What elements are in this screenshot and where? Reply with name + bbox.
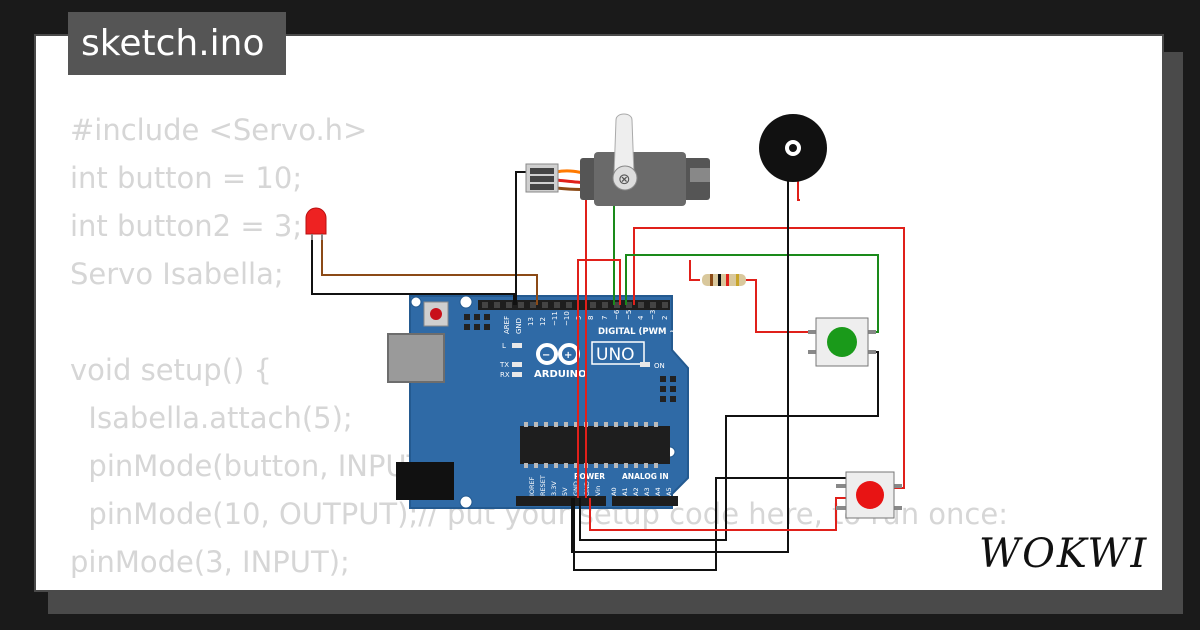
uno-logo-box bbox=[591, 341, 645, 365]
file-tab-label: sketch.ino bbox=[81, 23, 265, 64]
pin-label-gnd-1: GND bbox=[572, 481, 580, 496]
pin-label-reset: RESET bbox=[539, 475, 547, 496]
pin-label-13: 13 bbox=[527, 317, 535, 326]
led-label-tx: TX bbox=[499, 361, 509, 369]
pin-label-7: 7 bbox=[601, 316, 609, 320]
svg-text:−: − bbox=[542, 350, 550, 361]
pin-label-5: ~5 bbox=[625, 310, 633, 320]
wokwi-logo: WOKWI bbox=[979, 531, 1148, 577]
pin-label-a4: A4 bbox=[654, 487, 662, 496]
green-pushbutton[interactable] bbox=[808, 317, 876, 367]
digital-header bbox=[478, 300, 670, 310]
on-led-label: ON bbox=[654, 362, 665, 370]
board-model-label: UNO bbox=[596, 345, 635, 365]
red-led[interactable] bbox=[305, 207, 327, 240]
pin-label-a3: A3 bbox=[643, 487, 651, 496]
red-pushbutton[interactable] bbox=[836, 471, 902, 519]
led-label-l: L bbox=[502, 342, 506, 350]
code-line: #include <Servo.h> bbox=[70, 113, 368, 147]
pin-label-10: ~10 bbox=[563, 311, 571, 326]
wire-servo-gnd[interactable] bbox=[515, 171, 530, 305]
code-line: pinMode(3, INPUT); bbox=[70, 545, 350, 579]
wire-resistor-left[interactable] bbox=[689, 260, 700, 281]
wire-gnd-red-button[interactable] bbox=[573, 477, 846, 571]
power-label: POWER bbox=[574, 472, 605, 481]
piezo-buzzer[interactable] bbox=[759, 114, 827, 182]
pin-label-a2: A2 bbox=[632, 487, 640, 496]
pin-label-3: ~3 bbox=[649, 310, 657, 320]
digital-pwm-label: DIGITAL (PWM ~) bbox=[598, 327, 680, 337]
analog-header bbox=[612, 496, 678, 506]
wire-led-anode[interactable] bbox=[321, 235, 538, 305]
pin-label-4: 4 bbox=[637, 315, 645, 320]
pin-label-ioref: IOREF bbox=[528, 476, 536, 496]
wire-red-button-5v[interactable] bbox=[589, 497, 846, 531]
code-line: int button2 = 3; bbox=[70, 209, 303, 243]
code-line: void setup() { bbox=[70, 353, 272, 387]
wire-gnd-green-button[interactable] bbox=[579, 351, 879, 541]
power-jack bbox=[396, 462, 454, 500]
pin-label-gnd: GND bbox=[515, 318, 523, 334]
code-line: Isabella.attach(5); bbox=[70, 401, 353, 435]
wire-red-5v-a[interactable] bbox=[577, 259, 621, 498]
board-brand-label: ARDUINO bbox=[534, 369, 586, 380]
usb-port bbox=[387, 333, 445, 383]
pin-label-a0: A0 bbox=[610, 487, 618, 496]
wokwi-logo-text: WOKWI bbox=[979, 531, 1148, 577]
pin-label-8: 8 bbox=[587, 316, 595, 320]
pin-label-a5: A5 bbox=[665, 487, 673, 496]
wire-resistor-right[interactable] bbox=[746, 279, 818, 333]
pin-label-3v3: 3.3V bbox=[550, 481, 558, 496]
code-preview: #include <Servo.h> int button = 10; int … bbox=[70, 106, 1008, 590]
resistor[interactable] bbox=[702, 274, 746, 286]
code-line: int button = 10; bbox=[70, 161, 303, 195]
power-header bbox=[516, 496, 606, 506]
file-tab[interactable]: sketch.ino bbox=[68, 12, 286, 75]
pin-label-5v: 5V bbox=[561, 487, 569, 496]
code-line: Servo Isabella; bbox=[70, 257, 284, 291]
pin-label-vin: Vin bbox=[594, 486, 602, 496]
pin-label-2: 2 bbox=[661, 316, 669, 320]
servo-motor[interactable]: ⊗ bbox=[525, 113, 710, 206]
atmega-chip bbox=[520, 426, 670, 464]
servo-screw-icon: ⊗ bbox=[618, 170, 631, 188]
wire-gnd-buzzer[interactable] bbox=[571, 178, 789, 553]
pin-label-6: ~6 bbox=[613, 309, 621, 320]
led-label-rx: RX bbox=[500, 371, 510, 379]
wire-buzzer-signal[interactable] bbox=[797, 178, 800, 201]
arduino-uno-board[interactable]: AREF GND 13 12 ~11 ~10 ~9 8 7 ~6 ~5 4 ~3… bbox=[387, 295, 689, 509]
pin-label-11: ~11 bbox=[551, 311, 559, 326]
wire-led-cathode[interactable] bbox=[311, 235, 515, 305]
svg-text:+: + bbox=[564, 350, 572, 361]
pin-label-a1: A1 bbox=[621, 487, 629, 496]
pin-label-aref: AREF bbox=[503, 316, 511, 334]
analog-in-label: ANALOG IN bbox=[622, 472, 669, 481]
pin-label-12: 12 bbox=[539, 317, 547, 326]
